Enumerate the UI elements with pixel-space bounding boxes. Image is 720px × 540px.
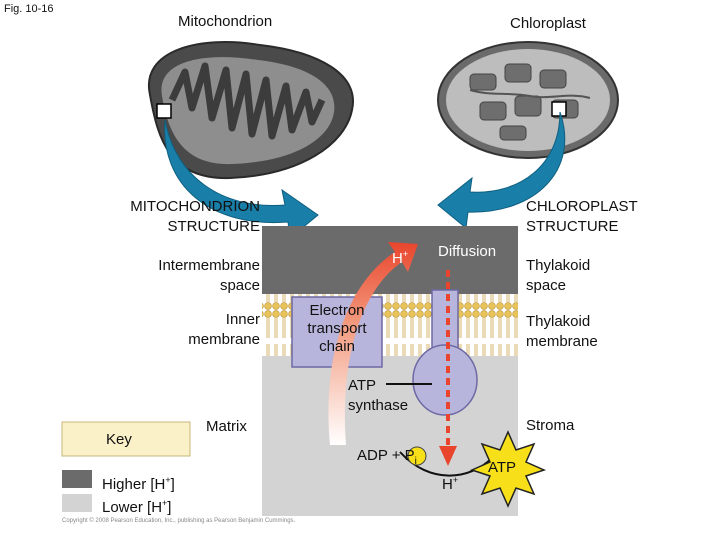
- figure-id: Fig. 10-16: [4, 3, 54, 15]
- label-matrix: Matrix: [206, 418, 247, 435]
- chloro-structure-line2: STRUCTURE: [526, 218, 619, 235]
- key-lower-label: Lower [H+]: [102, 493, 171, 518]
- etc-line3: chain: [319, 338, 355, 355]
- label-adp-pi: ADP + Pi: [357, 446, 417, 472]
- label-thylakoid-membrane: Thylakoid membrane: [526, 312, 598, 352]
- intermembrane-line2: space: [219, 277, 260, 294]
- label-h-plus-top: H+: [392, 244, 408, 269]
- key-higher-text: Higher [H: [102, 476, 166, 493]
- label-thylakoid-space: Thylakoid space: [526, 256, 590, 296]
- chloroplast-structure-label: CHLOROPLAST STRUCTURE: [526, 197, 706, 237]
- key-higher-sup: +: [165, 475, 171, 485]
- intermembrane-line1: Intermembrane: [158, 257, 260, 274]
- label-intermembrane-space: Intermembrane space: [80, 256, 260, 296]
- label-atp-synthase: ATP synthase: [348, 376, 408, 416]
- key-lower-text: Lower [H: [102, 499, 163, 516]
- etc-line2: transport: [307, 320, 367, 337]
- title-chloroplast: Chloroplast: [510, 15, 586, 32]
- thylakoid-space-line2: space: [526, 277, 567, 294]
- copyright-notice: Copyright © 2008 Pearson Education, Inc.…: [62, 518, 296, 524]
- pi-subscript: i: [414, 456, 417, 467]
- inner-membrane-line1: Inner: [225, 311, 260, 328]
- inner-membrane-line2: membrane: [188, 331, 260, 348]
- label-atp: ATP: [488, 459, 517, 476]
- label-stroma: Stroma: [526, 417, 575, 434]
- adp-pi-text: ADP + P: [357, 447, 415, 464]
- key-higher-label: Higher [H+]: [102, 470, 175, 495]
- key-lower-sup: +: [162, 498, 168, 508]
- mito-structure-line2: STRUCTURE: [167, 218, 261, 235]
- h-top-text: H: [392, 250, 403, 267]
- atp-synthase: [412, 289, 478, 416]
- mitochondrion-illustration: [147, 41, 355, 180]
- membrane-panel: [262, 226, 518, 516]
- chloroplast-illustration: [437, 41, 619, 159]
- chloro-structure-line1: CHLOROPLAST: [526, 198, 638, 215]
- thylakoid-membrane-line1: Thylakoid: [526, 313, 591, 330]
- h-top-sup: +: [402, 249, 409, 259]
- h-bottom-sup: +: [452, 475, 459, 485]
- thylakoid-membrane-line2: membrane: [526, 333, 598, 350]
- key-title: Key: [106, 431, 132, 448]
- etc-line1: Electron: [309, 302, 365, 319]
- label-inner-membrane: Inner membrane: [80, 310, 260, 350]
- atp-synthase-line2: synthase: [348, 397, 409, 414]
- proton-pump-arrow: [328, 242, 418, 445]
- key-box: [61, 421, 191, 457]
- mito-structure-line1: MITOCHONDRION: [130, 198, 260, 215]
- pi-circle: [407, 446, 427, 466]
- key-swatch-lower: [62, 494, 92, 512]
- mitochondrion-structure-label: MITOCHONDRION STRUCTURE: [80, 197, 260, 237]
- atp-synthase-line1: ATP: [348, 377, 377, 394]
- key-swatch-higher: [62, 470, 92, 488]
- h-bottom-text: H: [442, 476, 453, 493]
- chloroplast-zoom-arrow: [437, 111, 566, 229]
- key-higher-close: ]: [170, 476, 175, 493]
- key-lower-close: ]: [167, 499, 172, 516]
- title-mitochondrion: Mitochondrion: [178, 13, 273, 30]
- proton-diffusion-arrow: [439, 270, 457, 466]
- atp-starburst: [469, 430, 547, 508]
- label-h-plus-bottom: H+: [442, 470, 458, 495]
- thylakoid-space-line1: Thylakoid: [526, 257, 591, 274]
- label-electron-transport-chain: Electron transport chain: [292, 302, 382, 356]
- label-diffusion: Diffusion: [438, 243, 497, 260]
